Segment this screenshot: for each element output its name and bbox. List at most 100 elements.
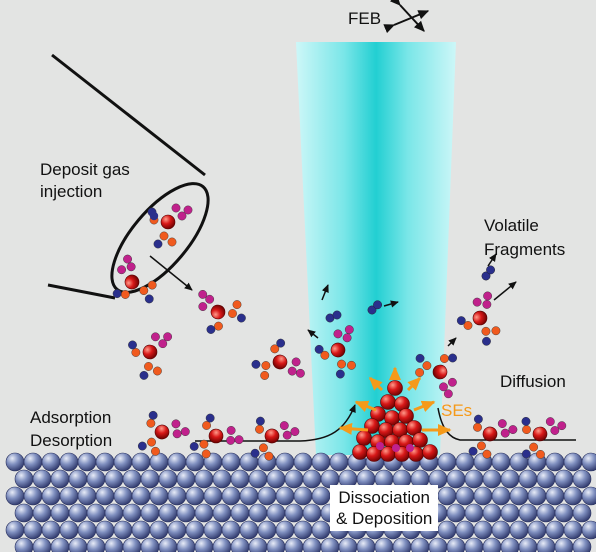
substrate-atom xyxy=(194,503,214,523)
substrate-atom xyxy=(374,537,394,552)
substrate-atom xyxy=(149,452,169,472)
substrate-atom xyxy=(311,452,331,472)
substrate-atom xyxy=(167,486,187,506)
substrate-atom xyxy=(437,520,457,540)
substrate-atom xyxy=(509,520,529,540)
substrate-atom xyxy=(77,520,97,540)
substrate xyxy=(5,452,596,552)
dissociation-label: Dissociation & Deposition xyxy=(330,485,439,531)
substrate-atom xyxy=(14,503,34,523)
substrate-atom xyxy=(194,537,214,552)
substrate-atom xyxy=(203,486,223,506)
substrate-atom xyxy=(158,469,178,489)
precursor-molecule xyxy=(521,416,567,459)
substrate-atom xyxy=(104,503,124,523)
substrate-atom xyxy=(455,520,475,540)
substrate-atom xyxy=(482,537,502,552)
substrate-atom xyxy=(149,520,169,540)
substrate-atom xyxy=(185,452,205,472)
substrate-atom xyxy=(491,452,511,472)
substrate-atom xyxy=(95,486,115,506)
substrate-atom xyxy=(23,486,43,506)
dissociation-label-line1: Dissociation xyxy=(338,488,431,507)
deposited-atom xyxy=(422,444,438,460)
substrate-atom xyxy=(77,452,97,472)
substrate-atom xyxy=(230,469,250,489)
substrate-atom xyxy=(221,520,241,540)
precursor-molecule xyxy=(456,291,501,346)
precursor-molecule xyxy=(112,254,157,304)
substrate-atom xyxy=(500,469,520,489)
substrate-atom xyxy=(464,469,484,489)
adsorption-label: Adsorption xyxy=(30,408,112,427)
adsorption-path xyxy=(195,404,356,442)
deposited-atom xyxy=(398,408,414,424)
deposited-atom xyxy=(412,432,428,448)
molecule-motion-arrows xyxy=(149,253,517,347)
substrate-atom xyxy=(230,537,250,552)
substrate-atom xyxy=(14,469,34,489)
substrate-atom xyxy=(77,486,97,506)
substrate-atom xyxy=(50,503,70,523)
volatile-label-line2: Fragments xyxy=(484,240,566,259)
motion-arrow xyxy=(447,337,457,347)
substrate-atom xyxy=(446,537,466,552)
substrate-atom xyxy=(563,520,583,540)
substrate-atom xyxy=(464,503,484,523)
ses-label: SEs xyxy=(441,401,473,420)
motion-arrow xyxy=(321,284,329,301)
substrate-atom xyxy=(581,452,596,472)
substrate-atom xyxy=(59,520,79,540)
substrate-atom xyxy=(113,520,133,540)
substrate-atom xyxy=(185,520,205,540)
substrate-atom xyxy=(302,469,322,489)
volatile-fragment xyxy=(481,265,495,281)
substrate-atom xyxy=(230,503,250,523)
precursor-molecule xyxy=(250,416,300,461)
substrate-atom xyxy=(437,452,457,472)
substrate-atom xyxy=(527,520,547,540)
substrate-atom xyxy=(518,469,538,489)
precursor-molecule xyxy=(128,332,173,380)
substrate-atom xyxy=(563,452,583,472)
substrate-atom xyxy=(428,537,448,552)
substrate-atom xyxy=(320,537,340,552)
substrate-atom xyxy=(536,503,556,523)
deposit-gas-label-line1: Deposit gas xyxy=(40,160,130,179)
precursor-molecule xyxy=(137,410,190,456)
substrate-atom xyxy=(473,486,493,506)
substrate-atom xyxy=(293,520,313,540)
substrate-atom xyxy=(464,537,484,552)
volatile-fragment xyxy=(367,300,382,315)
substrate-atom xyxy=(482,469,502,489)
substrate-atom xyxy=(554,537,574,552)
substrate-atom xyxy=(176,503,196,523)
substrate-atom xyxy=(257,520,277,540)
diffusion-label: Diffusion xyxy=(500,372,566,391)
precursor-molecule xyxy=(189,413,244,459)
substrate-atom xyxy=(32,503,52,523)
substrate-atom xyxy=(68,469,88,489)
substrate-atom xyxy=(500,537,520,552)
substrate-atom xyxy=(563,486,583,506)
substrate-atom xyxy=(41,452,61,472)
precursor-molecule xyxy=(314,325,356,379)
se-arrow xyxy=(413,400,436,413)
substrate-atom xyxy=(131,486,151,506)
motion-arrow xyxy=(487,253,497,267)
volatile-label-line1: Volatile xyxy=(484,216,539,235)
substrate-atom xyxy=(284,537,304,552)
substrate-atom xyxy=(95,452,115,472)
substrate-atom xyxy=(284,503,304,523)
substrate-atom xyxy=(122,469,142,489)
substrate-atom xyxy=(122,537,142,552)
substrate-atom xyxy=(32,469,52,489)
substrate-atom xyxy=(140,469,160,489)
substrate-atom xyxy=(5,486,25,506)
substrate-atom xyxy=(518,537,538,552)
substrate-atom xyxy=(572,537,592,552)
substrate-atom xyxy=(50,469,70,489)
motion-arrow xyxy=(149,255,193,291)
substrate-atom xyxy=(14,537,34,552)
substrate-atom xyxy=(41,520,61,540)
